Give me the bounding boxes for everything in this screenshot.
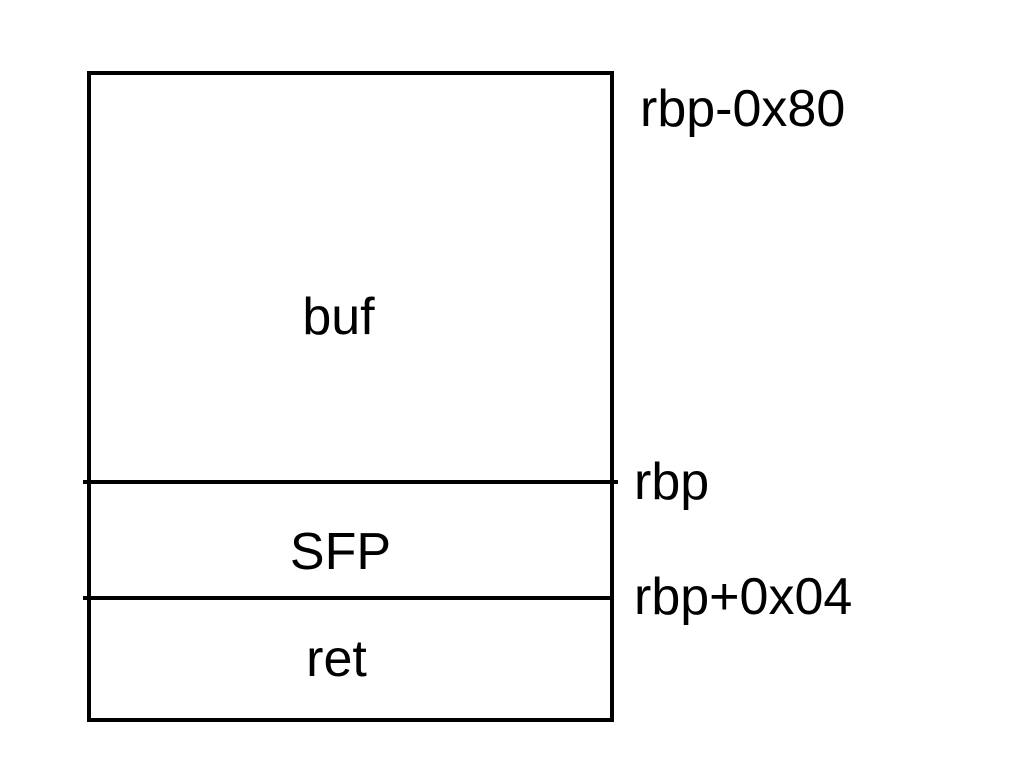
offset-label-rbp: rbp	[634, 453, 710, 511]
stack-frame: buf SFP ret	[87, 71, 614, 722]
sfp-label: SFP	[289, 522, 392, 581]
offset-label-rbp-minus-0x80: rbp-0x80	[640, 80, 846, 138]
buf-label: buf	[302, 288, 375, 346]
sfp-region: SFP	[91, 487, 610, 600]
ret-region: ret	[91, 604, 610, 722]
buf-region: buf	[91, 75, 610, 483]
rbp-divider	[83, 480, 618, 484]
ret-label: ret	[306, 630, 367, 688]
offset-label-rbp-plus-0x04: rbp+0x04	[634, 568, 853, 626]
sfp-ret-divider	[83, 596, 614, 600]
